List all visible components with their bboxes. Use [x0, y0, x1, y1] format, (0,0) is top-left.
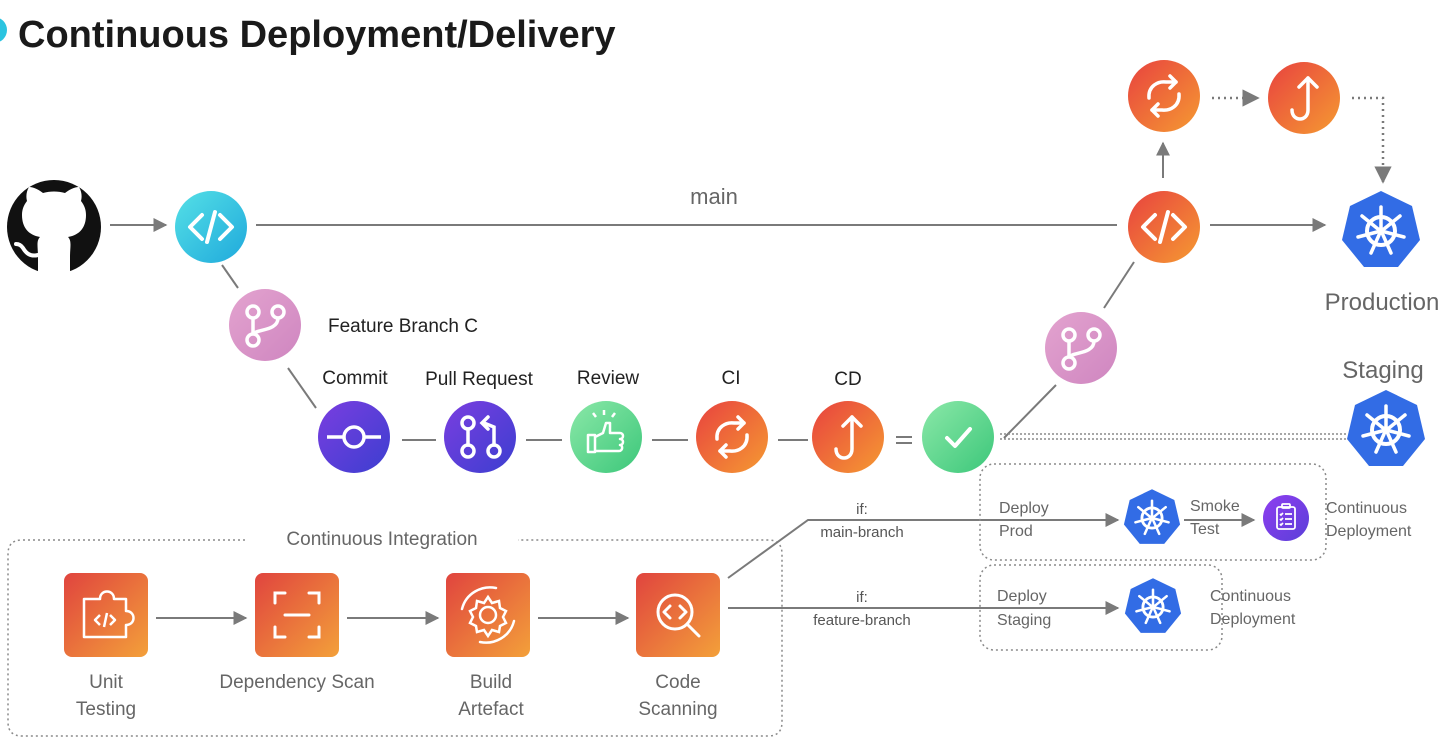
- deploy-arrow-icon: [1290, 76, 1319, 121]
- build-artefact-label-1: Build: [470, 672, 512, 693]
- dependency-scan-node: [255, 573, 339, 657]
- title-accent-dot: [0, 18, 7, 42]
- deploy-staging-result-2: Deployment: [1210, 611, 1296, 628]
- build-artefact-label-2: Artefact: [458, 699, 524, 720]
- git-branch-icon: [1061, 327, 1102, 371]
- commit-label: Commit: [322, 368, 388, 389]
- unit-testing-node: [64, 573, 148, 657]
- thumbs-up-icon: [586, 410, 625, 454]
- deploy-prod-result-2: Deployment: [1326, 523, 1412, 540]
- code-scanning-label-2: Scanning: [638, 699, 717, 720]
- ci-node: [696, 401, 768, 473]
- ci-box-title: Continuous Integration: [286, 529, 477, 550]
- smoke-test-node: [1263, 495, 1309, 541]
- check-icon: [945, 427, 972, 448]
- cd-node-main: [1268, 62, 1340, 134]
- condition-feature-label-1: if:: [856, 589, 868, 606]
- code-commit-node-main: [175, 191, 247, 263]
- puzzle-code-icon: [82, 590, 135, 639]
- ci-box: [7, 539, 783, 737]
- code-icon: [188, 210, 234, 244]
- cd-node: [812, 401, 884, 473]
- commit-node: [318, 401, 390, 473]
- git-commit-icon: [327, 425, 381, 449]
- sync-icon: [715, 415, 749, 459]
- review-label: Review: [577, 368, 640, 389]
- magnifier-code-icon: [656, 593, 701, 638]
- smoke-test-label-1: Smoke: [1190, 498, 1240, 515]
- condition-main-label-1: if:: [856, 501, 868, 518]
- unit-testing-label-2: Testing: [76, 699, 136, 720]
- feature-branch-label: Feature Branch C: [328, 316, 478, 337]
- code-scanning-node: [636, 573, 720, 657]
- kubernetes-helm-icon: [1123, 576, 1183, 635]
- unit-testing-label-1: Unit: [89, 672, 124, 693]
- git-branch-node-merge: [1045, 312, 1117, 384]
- ci-label: CI: [722, 368, 741, 389]
- deploy-staging-label-1: Deploy: [997, 588, 1047, 605]
- production-label: Production: [1325, 289, 1440, 316]
- condition-main-label-2: main-branch: [820, 524, 903, 541]
- github-icon: [7, 180, 101, 274]
- pull-request-icon: [460, 415, 502, 459]
- main-branch-connectors: [110, 89, 1392, 444]
- deploy-prod-label-1: Deploy: [999, 500, 1049, 517]
- kubernetes-helm-icon: [1122, 487, 1182, 546]
- code-icon: [1141, 210, 1187, 244]
- deploy-arrow-icon: [834, 415, 863, 460]
- cd-label: CD: [834, 369, 861, 390]
- ci-box-connectors: [156, 513, 1256, 625]
- pull-request-node: [444, 401, 516, 473]
- gear-icon: [460, 586, 516, 644]
- kubernetes-helm-icon: [1340, 189, 1422, 269]
- main-branch-label: main: [690, 184, 738, 209]
- check-node: [922, 401, 994, 473]
- condition-feature-label-2: feature-branch: [813, 612, 911, 629]
- deploy-prod-result-1: Continuous: [1326, 500, 1407, 517]
- deploy-staging-box: [979, 564, 1223, 651]
- smoke-test-label-2: Test: [1190, 521, 1220, 538]
- review-node: [570, 401, 642, 473]
- page-title: Continuous Deployment/Delivery: [18, 14, 616, 56]
- deploy-staging-result-1: Continuous: [1210, 588, 1291, 605]
- deploy-prod-label-2: Prod: [999, 523, 1033, 540]
- dependency-scan-label: Dependency Scan: [219, 672, 374, 693]
- scan-frame-icon: [273, 591, 321, 639]
- code-commit-node-merged: [1128, 191, 1200, 263]
- pull-request-label: Pull Request: [425, 369, 533, 390]
- ci-node-main: [1128, 60, 1200, 132]
- sync-icon: [1147, 74, 1181, 118]
- staging-label: Staging: [1342, 357, 1423, 384]
- deploy-staging-label-2: Staging: [997, 612, 1051, 629]
- build-artefact-node: [446, 573, 530, 657]
- code-scanning-label-1: Code: [655, 672, 700, 693]
- git-branch-icon: [245, 304, 286, 348]
- clipboard-checklist-icon: [1276, 503, 1296, 530]
- kubernetes-helm-icon: [1345, 388, 1427, 468]
- git-branch-node-feature: [229, 289, 301, 361]
